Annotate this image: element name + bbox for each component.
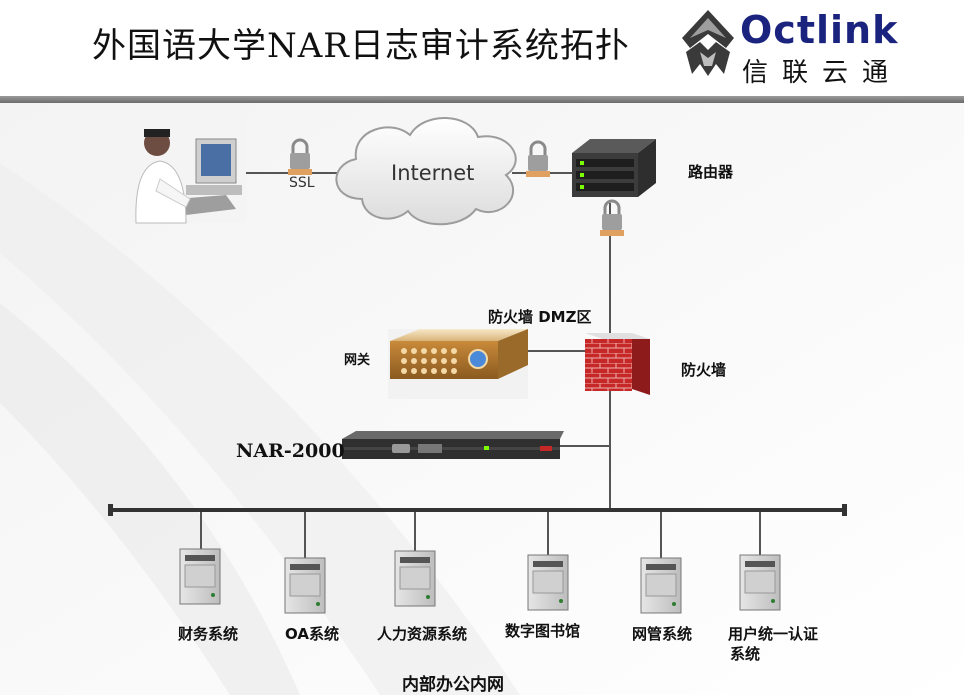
server-label-network-mgmt: 网管系统	[632, 625, 693, 643]
gateway-appliance-icon	[388, 329, 528, 399]
firewall-label: 防火墙	[681, 361, 727, 379]
server-label-hr: 人力资源系统	[377, 625, 468, 643]
server-label-unified-auth: 用户统一认证	[728, 625, 819, 643]
page-header: 外国语大学NAR日志审计系统拓扑 Octlink 信联云通	[0, 0, 964, 95]
gateway-label: 网关	[344, 353, 371, 368]
server-label-finance: 财务系统	[178, 625, 239, 643]
nar-2000-appliance-icon	[342, 431, 564, 459]
logo-name: Octlink	[740, 8, 899, 52]
uplink-lock-icon	[600, 199, 624, 236]
internet-cloud-icon	[335, 117, 517, 226]
router-icon	[572, 139, 656, 197]
server-icons	[179, 548, 781, 614]
topology-diagram: SSL Internet 路由器 防火墙 DMZ区 网关 防火墙 NAR-200…	[0, 103, 964, 695]
server-label-oa: OA系统	[285, 625, 339, 643]
nar-2000-label: NAR-2000	[236, 440, 345, 462]
remote-user-icon	[128, 119, 246, 224]
logo-chinese-name: 信联云通	[742, 58, 903, 88]
octlink-logo-mark-icon	[682, 10, 734, 76]
router-label: 路由器	[688, 163, 734, 181]
lan-label: 内部办公内网	[402, 675, 504, 695]
ssl-label: SSL	[289, 175, 315, 191]
server-drops	[200, 512, 761, 558]
topology-graphics	[0, 103, 964, 695]
ssl-lock-icon	[288, 138, 312, 175]
page-title: 外国语大学NAR日志审计系统拓扑	[92, 26, 630, 66]
dmz-label: 防火墙 DMZ区	[488, 308, 592, 326]
server-label-digital-library: 数字图书馆	[505, 622, 581, 640]
server-label-unified-auth-line2: 系统	[730, 645, 761, 663]
header-divider	[0, 96, 964, 103]
internet-label: Internet	[391, 161, 475, 185]
firewall-icon	[585, 333, 650, 395]
router-lock-icon	[526, 140, 550, 177]
octlink-logo: Octlink 信联云通	[678, 8, 948, 88]
